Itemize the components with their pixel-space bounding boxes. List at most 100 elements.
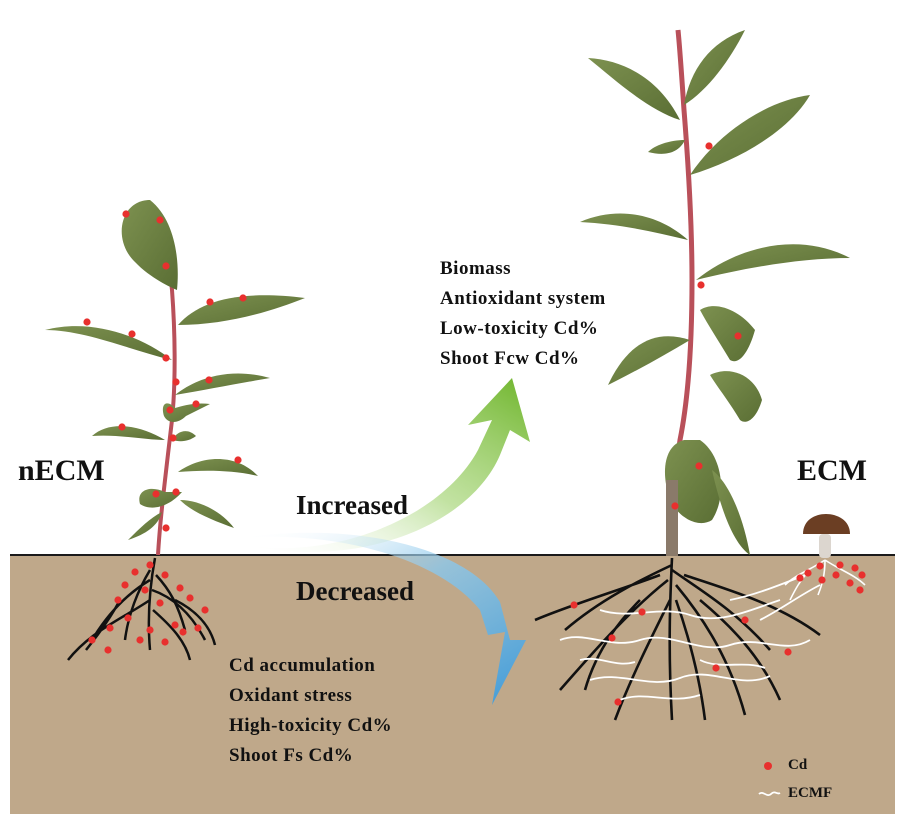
ecm-label: ECM xyxy=(797,454,867,487)
cd-dot xyxy=(695,462,703,470)
cd-dot xyxy=(162,524,170,532)
decreased-item: Shoot Fs Cd% xyxy=(229,745,354,766)
ecm-leaf xyxy=(588,58,680,120)
ecm-leaf xyxy=(580,213,688,240)
necm-leaf xyxy=(180,500,234,528)
cd-dot xyxy=(205,376,213,384)
cd-dot xyxy=(796,574,804,582)
ecm-leaf xyxy=(700,306,755,362)
cd-dot xyxy=(846,579,854,587)
cd-dot xyxy=(124,614,132,622)
decrease-arrow xyxy=(240,532,526,705)
cd-dot xyxy=(804,569,812,577)
cd-dot xyxy=(856,586,864,594)
necm-leaf xyxy=(92,426,165,440)
cd-dot xyxy=(114,596,122,604)
increased-item: Low-toxicity Cd% xyxy=(440,318,599,339)
increased-label: Increased xyxy=(296,490,408,520)
cd-dot xyxy=(146,561,154,569)
legend-cd-marker xyxy=(764,762,772,770)
cd-dot xyxy=(156,599,164,607)
cd-dot xyxy=(851,564,859,572)
necm-leaf xyxy=(178,459,258,476)
increased-item: Biomass xyxy=(440,258,512,279)
cd-dot xyxy=(136,636,144,644)
cd-dot xyxy=(734,332,742,340)
ecm-leaf xyxy=(690,95,810,175)
cd-dot xyxy=(131,568,139,576)
mushroom-hyphae xyxy=(784,559,866,601)
necm-roots xyxy=(67,557,217,661)
cd-dot xyxy=(179,628,187,636)
cd-dot xyxy=(192,400,200,408)
cd-dot xyxy=(784,648,792,656)
cd-dot xyxy=(858,571,866,579)
decreased-item: Cd accumulation xyxy=(229,655,376,676)
cd-dot xyxy=(239,294,247,302)
ecm-leaf xyxy=(712,470,750,555)
cd-dot xyxy=(697,281,705,289)
cd-dot xyxy=(186,594,194,602)
soil xyxy=(10,555,895,814)
decreased-list: Cd accumulation Oxidant stress High-toxi… xyxy=(229,651,392,771)
necm-leaf xyxy=(128,512,162,540)
necm-plant xyxy=(45,200,305,661)
cd-dot xyxy=(818,576,826,584)
ecm-plant xyxy=(534,29,850,721)
cd-dot xyxy=(88,636,96,644)
ecm-leaf xyxy=(608,336,690,385)
cd-dot xyxy=(104,646,112,654)
cd-dot xyxy=(156,216,164,224)
cd-dot xyxy=(122,210,130,218)
necm-leaf xyxy=(139,488,182,508)
cd-dot xyxy=(712,664,720,672)
cd-dot xyxy=(146,626,154,634)
cd-dot xyxy=(608,634,616,642)
increased-list: Biomass Antioxidant system Low-toxicity … xyxy=(440,254,606,374)
cd-dot xyxy=(118,423,126,431)
legend-cd-label: Cd xyxy=(788,757,808,773)
ecm-leaf xyxy=(664,440,722,524)
mushroom-stalk xyxy=(819,534,831,558)
cd-dot xyxy=(161,638,169,646)
ecm-leaf xyxy=(710,371,762,422)
cd-dot xyxy=(152,490,160,498)
cd-dot xyxy=(171,621,179,629)
ecm-leaf xyxy=(696,244,850,280)
cd-dot xyxy=(638,608,646,616)
cd-dot xyxy=(161,571,169,579)
ecm-leaf xyxy=(684,30,745,105)
cd-dot xyxy=(106,624,114,632)
necm-leaf xyxy=(172,431,196,442)
cd-dot xyxy=(172,378,180,386)
cd-dot xyxy=(836,561,844,569)
cd-dot xyxy=(121,581,129,589)
legend-ecmf-marker xyxy=(758,791,781,797)
cd-dot xyxy=(832,571,840,579)
ecmf-hyphae xyxy=(559,574,821,701)
legend-ecmf-label: ECMF xyxy=(788,785,833,801)
cd-dot xyxy=(234,456,242,464)
cd-dot xyxy=(671,502,679,510)
cd-dot xyxy=(162,262,170,270)
cd-dot xyxy=(614,698,622,706)
necm-leaf xyxy=(178,295,305,325)
ecm-stem-base xyxy=(666,480,678,556)
increase-arrow xyxy=(245,378,530,552)
cd-dot xyxy=(128,330,136,338)
mushroom-cap xyxy=(803,514,850,534)
cd-dot xyxy=(816,562,824,570)
necm-leaf xyxy=(45,326,172,360)
necm-label: nECM xyxy=(18,454,105,487)
increased-item: Antioxidant system xyxy=(440,288,606,309)
cd-dot xyxy=(201,606,209,614)
cd-dot xyxy=(162,354,170,362)
cd-dot xyxy=(570,601,578,609)
necm-leaf xyxy=(121,200,178,290)
cd-dot xyxy=(206,298,214,306)
cd-dot xyxy=(741,616,749,624)
cd-dot xyxy=(166,406,174,414)
ecm-leaf xyxy=(648,140,685,154)
